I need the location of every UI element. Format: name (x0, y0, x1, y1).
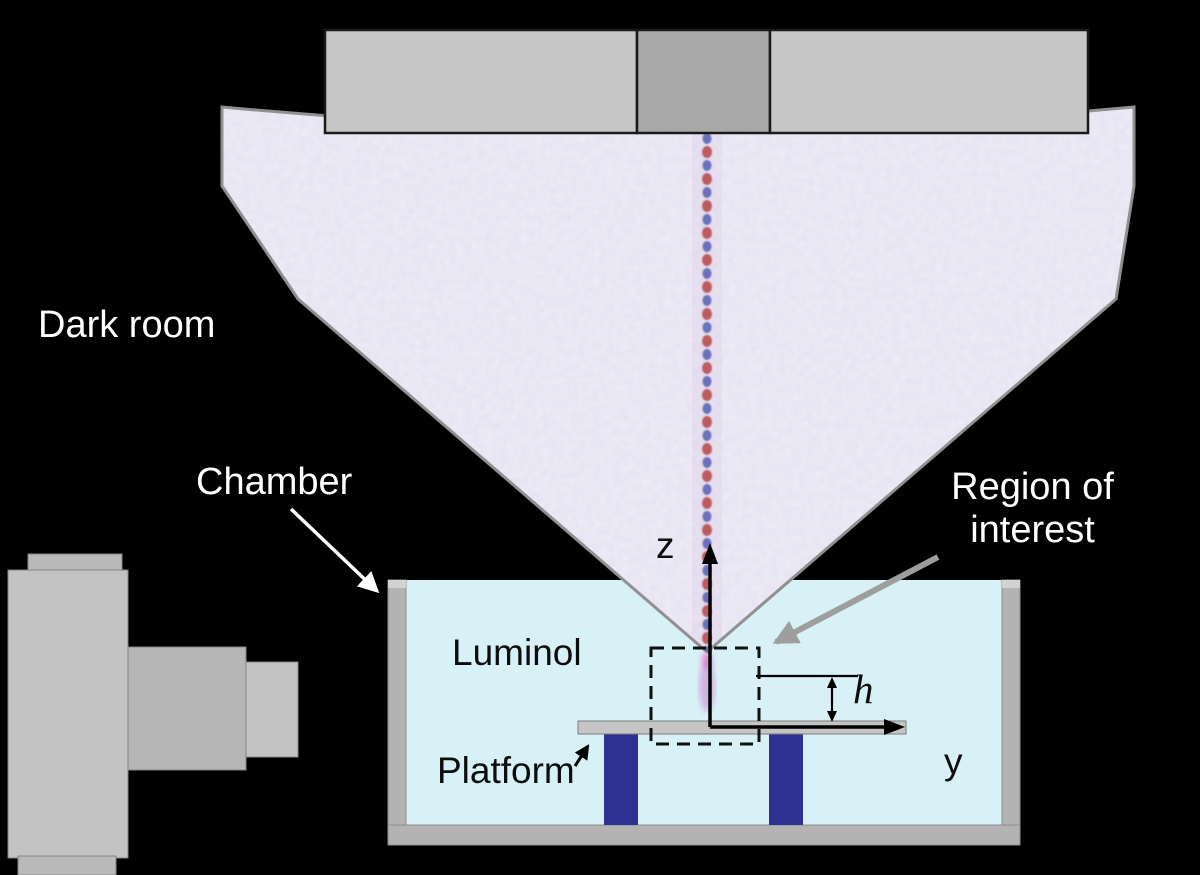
label-axis-z: z (656, 525, 675, 566)
label-chamber: Chamber (196, 461, 353, 503)
acoustic-axis-beam (700, 118, 714, 652)
roi-pointer-arrow (772, 554, 940, 645)
roi-dashed-box (649, 646, 761, 746)
label-height-h: h (853, 666, 874, 712)
camera-lens-barrel (127, 646, 247, 771)
chamber-bottom-wall (387, 824, 1021, 846)
label-region-of-interest: Region of interest (951, 466, 1114, 551)
transducer-block-right (768, 28, 1090, 135)
label-platform: Platform (437, 750, 575, 791)
camera-top (27, 553, 123, 573)
platform-support-left (604, 734, 638, 825)
chamber-right-wall-cap (1002, 580, 1020, 588)
chamber-right-wall (1001, 579, 1021, 846)
h-arrowhead-top (827, 677, 837, 688)
platform-support-right (769, 734, 803, 825)
h-arrowhead-bottom (827, 711, 837, 722)
label-dark-room: Dark room (38, 304, 216, 346)
transducer-block-center (635, 28, 772, 135)
camera-lens-front (245, 661, 299, 758)
camera-body (7, 569, 129, 859)
transducer-block-left (323, 28, 639, 135)
label-axis-y: y (944, 741, 963, 782)
chamber-left-wall (387, 579, 407, 846)
platform-pointer-arrow (573, 744, 590, 767)
y-axis-arrowhead (884, 719, 905, 735)
camera-base (17, 855, 117, 875)
chamber-pointer-arrow (289, 507, 380, 594)
label-luminol: Luminol (452, 632, 582, 673)
z-axis-arrowhead (702, 543, 718, 564)
chamber-left-wall-cap (388, 580, 406, 588)
